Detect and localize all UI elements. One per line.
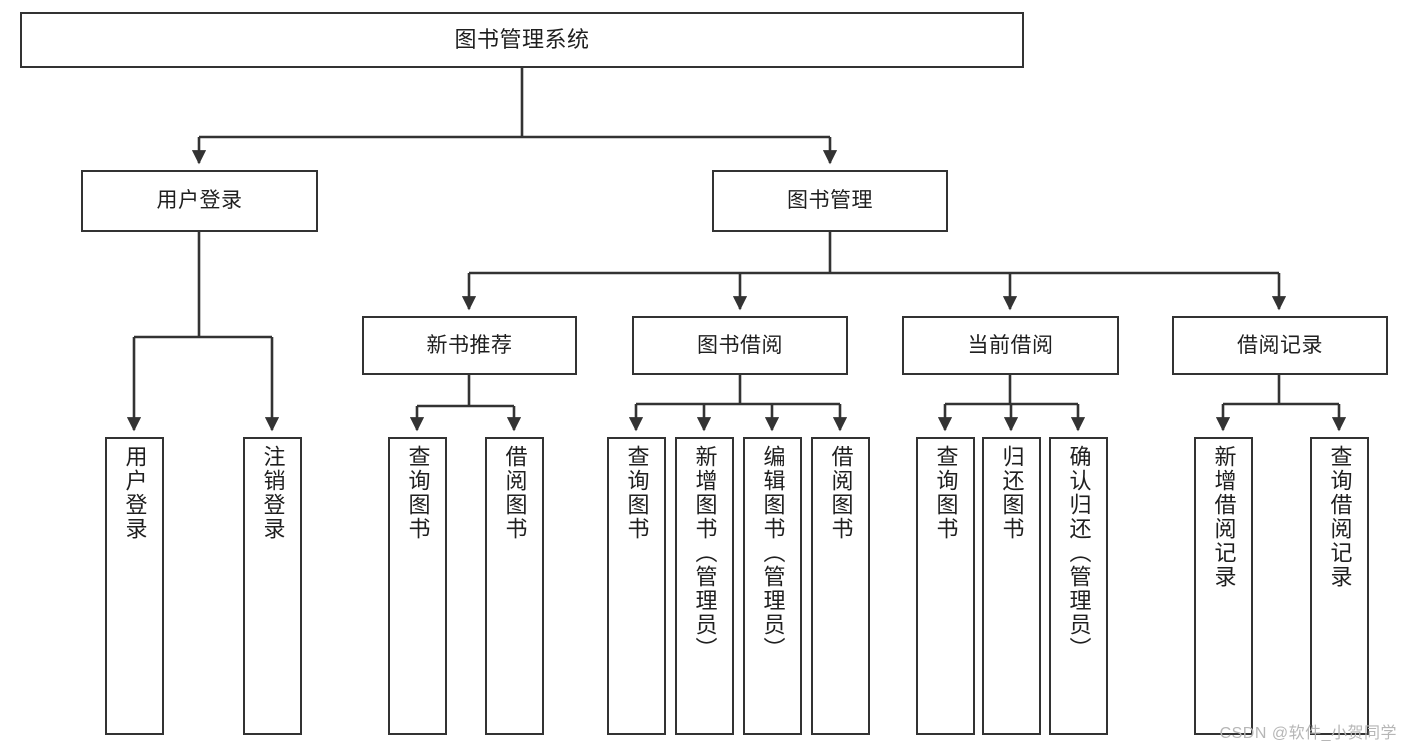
leaf-query-book-1[interactable]: 查询图书 xyxy=(388,437,447,735)
leaf-borrow-book-2[interactable]: 借阅图书 xyxy=(811,437,870,735)
leaf-query-book-3[interactable]: 查询图书 xyxy=(916,437,975,735)
leaf-query-book-1-label: 查询图书 xyxy=(405,445,431,541)
node-current-borrow-label: 当前借阅 xyxy=(967,333,1054,357)
node-book-borrow[interactable]: 图书借阅 xyxy=(632,316,848,375)
node-new-book-recommend-label: 新书推荐 xyxy=(426,333,513,357)
leaf-borrow-book-2-label: 借阅图书 xyxy=(828,445,854,541)
leaf-add-record-label: 新增借阅记录 xyxy=(1211,445,1237,589)
node-borrow-record[interactable]: 借阅记录 xyxy=(1172,316,1388,375)
leaf-confirm-return-label: 确认归还（管理员） xyxy=(1066,445,1092,661)
node-book-borrow-label: 图书借阅 xyxy=(697,333,783,357)
leaf-query-book-3-label: 查询图书 xyxy=(933,445,959,541)
node-root[interactable]: 图书管理系统 xyxy=(20,12,1024,68)
node-borrow-record-label: 借阅记录 xyxy=(1237,333,1323,357)
node-user-login-label: 用户登录 xyxy=(156,189,243,213)
leaf-logout[interactable]: 注销登录 xyxy=(243,437,302,735)
leaf-query-book-2-label: 查询图书 xyxy=(624,445,650,541)
leaf-logout-label: 注销登录 xyxy=(260,445,286,541)
leaf-edit-book-label: 编辑图书（管理员） xyxy=(760,445,786,661)
leaf-edit-book[interactable]: 编辑图书（管理员） xyxy=(743,437,802,735)
node-book-manage-label: 图书管理 xyxy=(787,189,873,213)
watermark: CSDN @软件_小贺同学 xyxy=(1219,725,1397,742)
leaf-return-book-label: 归还图书 xyxy=(999,445,1025,541)
node-book-manage[interactable]: 图书管理 xyxy=(712,170,948,232)
node-current-borrow[interactable]: 当前借阅 xyxy=(902,316,1119,375)
leaf-borrow-book-1-label: 借阅图书 xyxy=(502,445,528,541)
node-root-label: 图书管理系统 xyxy=(454,26,590,52)
leaf-borrow-book-1[interactable]: 借阅图书 xyxy=(485,437,544,735)
leaf-add-record[interactable]: 新增借阅记录 xyxy=(1194,437,1253,735)
leaf-query-book-2[interactable]: 查询图书 xyxy=(607,437,666,735)
leaf-query-record[interactable]: 查询借阅记录 xyxy=(1310,437,1369,735)
leaf-user-login[interactable]: 用户登录 xyxy=(105,437,164,735)
leaf-add-book[interactable]: 新增图书（管理员） xyxy=(675,437,734,735)
leaf-user-login-label: 用户登录 xyxy=(122,445,148,541)
leaf-query-record-label: 查询借阅记录 xyxy=(1327,445,1353,589)
leaf-add-book-label: 新增图书（管理员） xyxy=(692,445,718,661)
node-user-login[interactable]: 用户登录 xyxy=(81,170,318,232)
leaf-confirm-return[interactable]: 确认归还（管理员） xyxy=(1049,437,1108,735)
leaf-return-book[interactable]: 归还图书 xyxy=(982,437,1041,735)
node-new-book-recommend[interactable]: 新书推荐 xyxy=(362,316,577,375)
